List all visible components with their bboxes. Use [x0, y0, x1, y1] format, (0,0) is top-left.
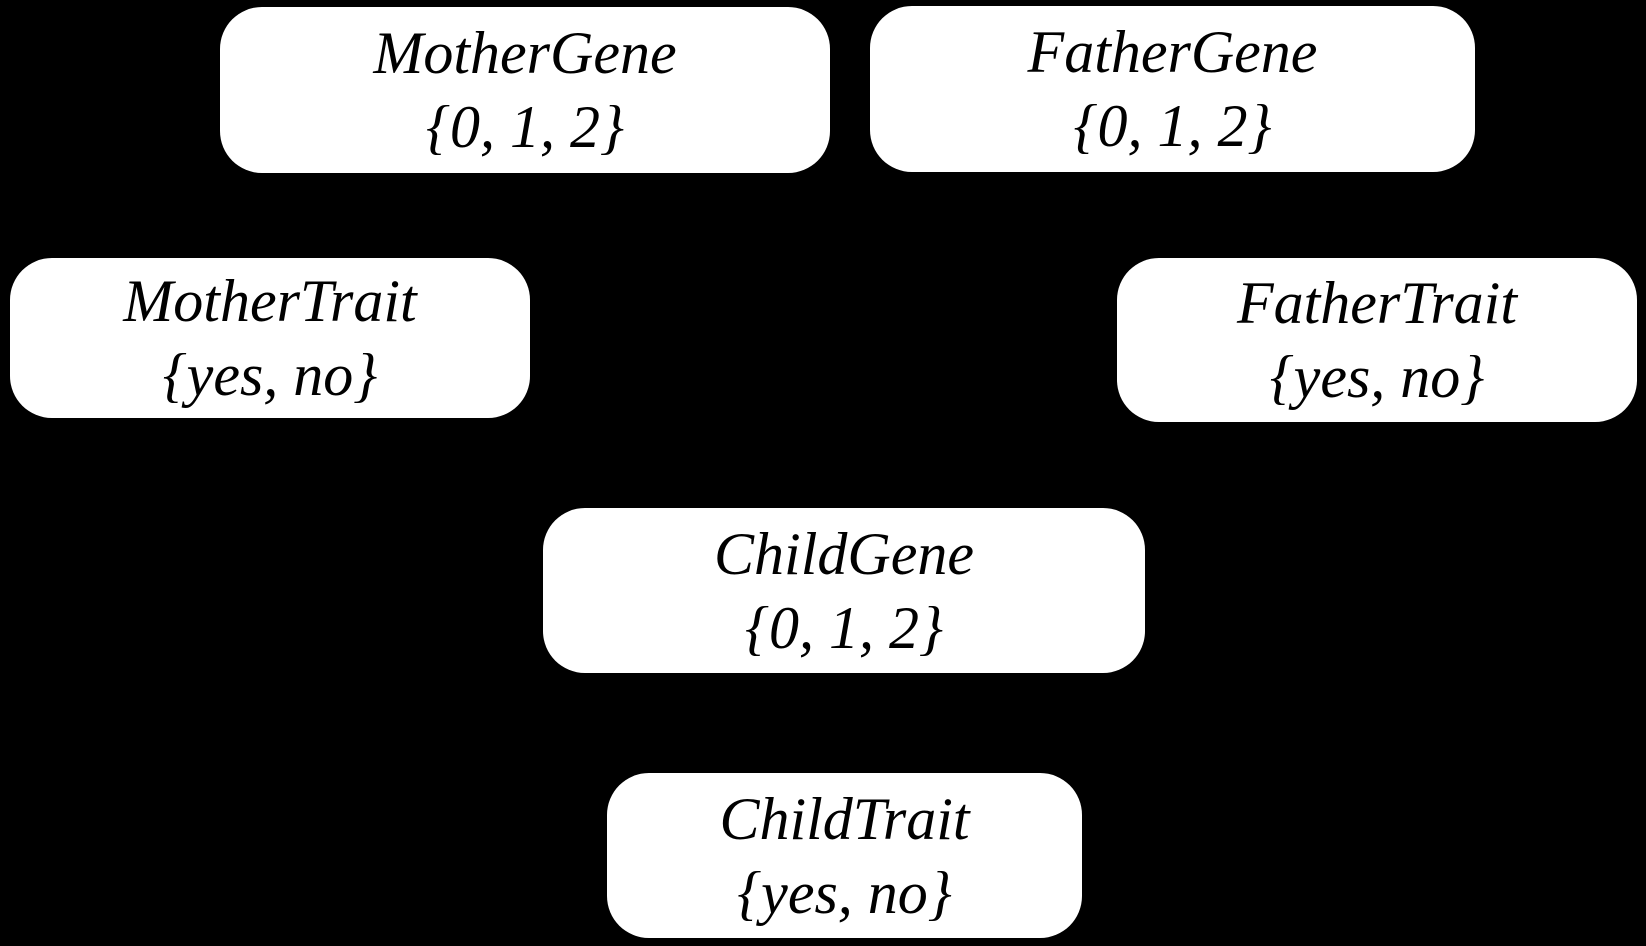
node-title: ChildTrait	[719, 785, 970, 852]
node-child-gene: ChildGene {0, 1, 2}	[543, 508, 1145, 673]
node-title: MotherGene	[373, 20, 677, 86]
node-title: MotherTrait	[123, 268, 417, 334]
node-domain-values: {0, 1, 2}	[1073, 93, 1272, 159]
node-title: FatherTrait	[1236, 270, 1518, 336]
node-father-trait: FatherTrait {yes, no}	[1117, 258, 1637, 422]
node-domain-values: {yes, no}	[737, 859, 952, 926]
node-father-gene: FatherGene {0, 1, 2}	[870, 6, 1475, 172]
node-title: ChildGene	[714, 520, 974, 587]
node-domain-values: {0, 1, 2}	[426, 94, 624, 160]
node-mother-gene: MotherGene {0, 1, 2}	[220, 7, 830, 173]
node-child-trait: ChildTrait {yes, no}	[607, 773, 1082, 938]
node-domain-values: {yes, no}	[162, 342, 378, 408]
node-title: FatherGene	[1027, 19, 1318, 85]
node-mother-trait: MotherTrait {yes, no}	[10, 258, 530, 418]
node-domain-values: {yes, no}	[1269, 344, 1485, 410]
node-domain-values: {0, 1, 2}	[745, 594, 943, 661]
